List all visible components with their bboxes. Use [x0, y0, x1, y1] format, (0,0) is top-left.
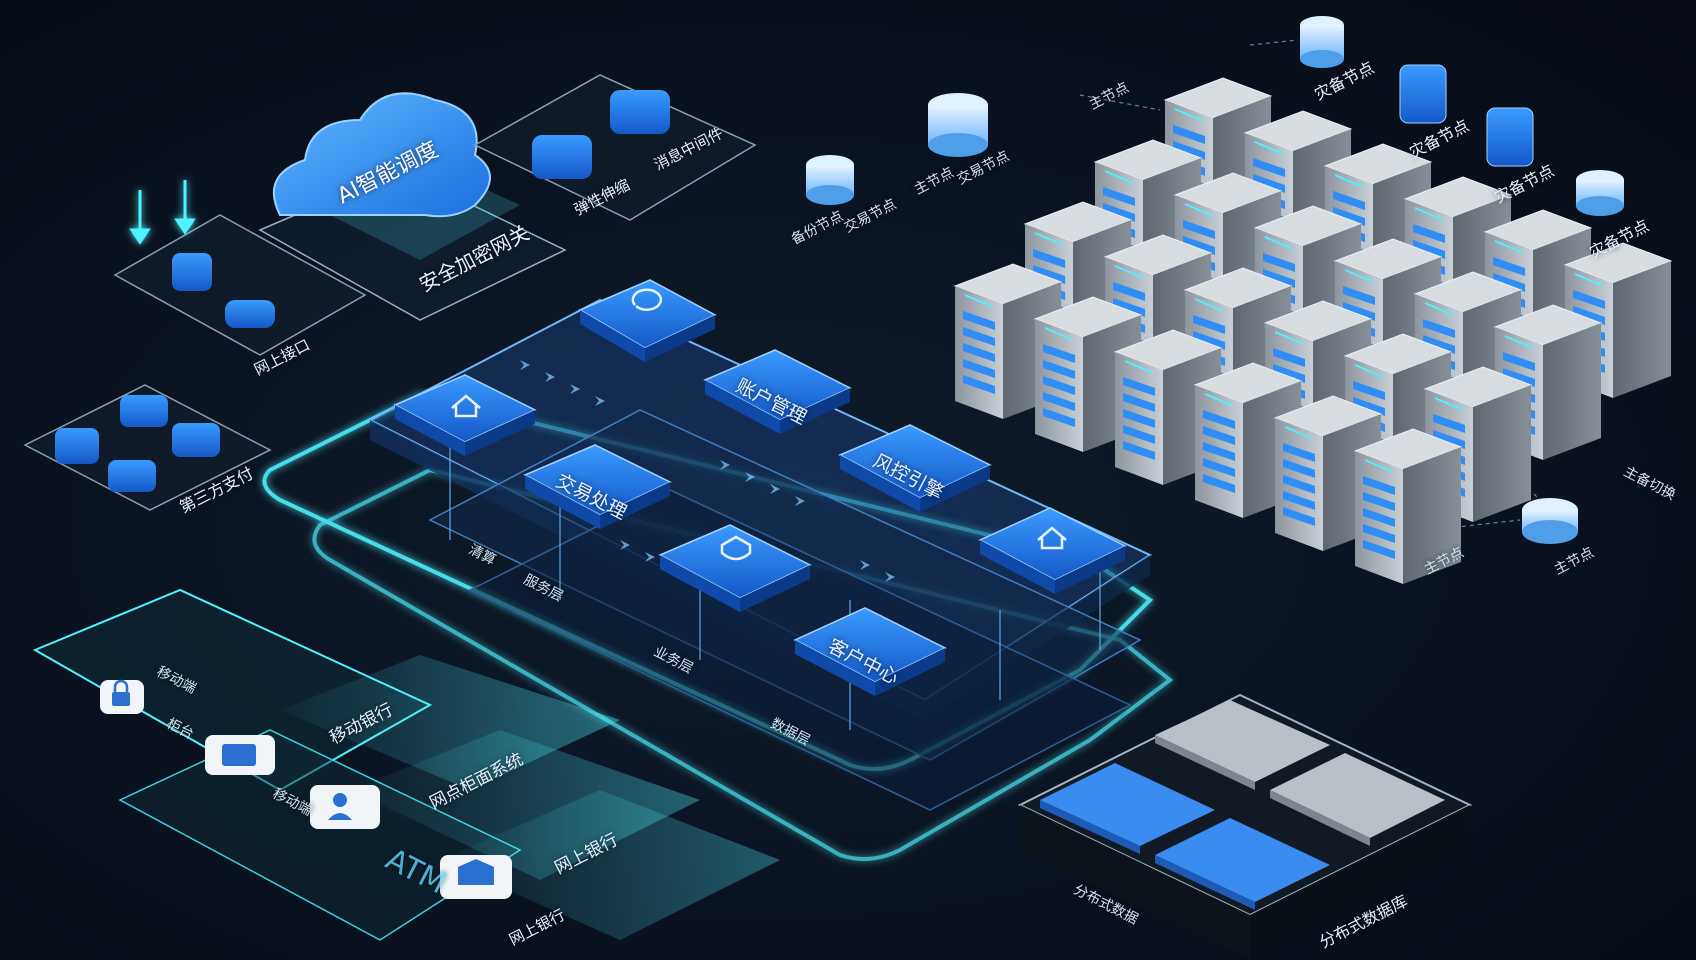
db-node-label: 备份节点	[788, 208, 846, 249]
cloud-icon	[272, 92, 491, 218]
database-icon	[1300, 16, 1344, 68]
shield-icon	[172, 253, 212, 291]
backup-node-label: 灾备节点	[1586, 215, 1653, 262]
tile-customer	[793, 607, 947, 696]
card-icon	[205, 735, 275, 775]
distributed-db	[1017, 693, 1473, 960]
atm-label[interactable]: ATM	[380, 841, 452, 902]
qr-icon	[108, 460, 156, 492]
tile-right	[978, 507, 1127, 594]
phone-icon	[1399, 64, 1447, 124]
db-tile-blue-left	[1040, 763, 1215, 854]
tablet-icon	[1486, 107, 1534, 167]
backup-node-label: 灾备节点	[1311, 57, 1378, 104]
db-cylinders	[806, 16, 1624, 544]
channel-panel-label: 移动端	[153, 663, 199, 698]
tile-top	[578, 279, 717, 362]
network-icon	[610, 90, 670, 134]
master-node-label: 主节点	[1421, 544, 1467, 579]
home-icon	[1037, 526, 1067, 550]
stream-label[interactable]: 网点柜面系统	[426, 749, 527, 814]
distributed-db-label: 分布式数据库	[1316, 891, 1411, 952]
master-node-label: 主节点	[1551, 544, 1597, 579]
channel-icons	[100, 679, 512, 899]
mq-label: 消息中间件	[651, 123, 727, 174]
sync-icon	[631, 288, 663, 311]
server-rack-icon	[953, 263, 1063, 419]
database-icon	[806, 155, 854, 205]
db-tile-gray-top	[1155, 700, 1330, 790]
customer-module-label[interactable]: 客户中心	[824, 635, 903, 690]
security-gateway-label: 安全加密网关	[415, 220, 534, 297]
small-blue-icons	[55, 90, 670, 492]
card-icon	[55, 428, 99, 464]
platform-tag: 服务层	[520, 571, 566, 606]
home-icon	[451, 394, 481, 418]
module-tiles	[393, 279, 1127, 696]
tile-center	[658, 524, 812, 612]
tile-risk	[838, 424, 992, 512]
backup-node-label: 灾备节点	[1491, 160, 1558, 207]
platform-tag: 业务层	[650, 643, 696, 678]
database-icon	[1576, 170, 1624, 216]
interface-label: 网上接口	[251, 335, 313, 379]
tile-left	[393, 374, 537, 456]
ai-cloud	[258, 92, 567, 321]
cloud-title: AI智能调度	[333, 137, 443, 210]
wallet-icon	[120, 395, 168, 427]
server-cluster	[953, 77, 1673, 584]
pay-icon	[172, 423, 220, 457]
third-party-label: 第三方支付	[176, 463, 257, 517]
cloud-sync-icon	[225, 300, 275, 328]
stream-label[interactable]: 移动银行	[326, 699, 397, 749]
db-node-label: 交易节点	[841, 196, 899, 237]
online-bank-label[interactable]: 网上银行	[506, 905, 568, 949]
switch-label: 主备切换	[1620, 463, 1679, 504]
db-tile-gray-right	[1270, 753, 1445, 846]
server-rack-icon	[1353, 428, 1463, 584]
backup-node-label: 灾备节点	[1406, 115, 1473, 162]
tile-trade	[523, 444, 672, 529]
database-icon	[1522, 498, 1578, 544]
database-icon	[928, 93, 988, 157]
server-rack-icon	[1033, 296, 1143, 452]
distributed-db-label: 分布式数据	[1070, 881, 1141, 928]
grid-icon	[532, 135, 592, 179]
stream-label[interactable]: 网上银行	[551, 829, 622, 879]
server-rack-icon	[1273, 395, 1383, 551]
user-icon	[310, 785, 380, 829]
db-node-label: 主节点	[1086, 79, 1132, 114]
tile-account	[703, 349, 852, 434]
left-panels	[23, 74, 757, 511]
risk-module-label[interactable]: 风控引擎	[869, 450, 948, 505]
bank-icon	[440, 855, 512, 899]
lock-icon	[100, 679, 144, 714]
db-tile-blue-bottom	[1155, 818, 1330, 910]
shield-icon	[720, 535, 752, 561]
channel-panel-label: 柜台	[163, 715, 197, 743]
platform-tag: 清算	[465, 541, 499, 569]
channel-panel-label: 移动端	[269, 785, 315, 820]
channel-panel	[32, 588, 780, 941]
platform-tag: 数据层	[767, 715, 813, 750]
db-node-label: 交易节点	[954, 148, 1012, 189]
db-node-label: 主节点	[911, 164, 957, 199]
account-module-label[interactable]: 账户管理	[732, 375, 811, 430]
trade-module-label[interactable]: 交易处理	[552, 470, 631, 525]
scale-label: 弹性伸缩	[571, 175, 633, 219]
